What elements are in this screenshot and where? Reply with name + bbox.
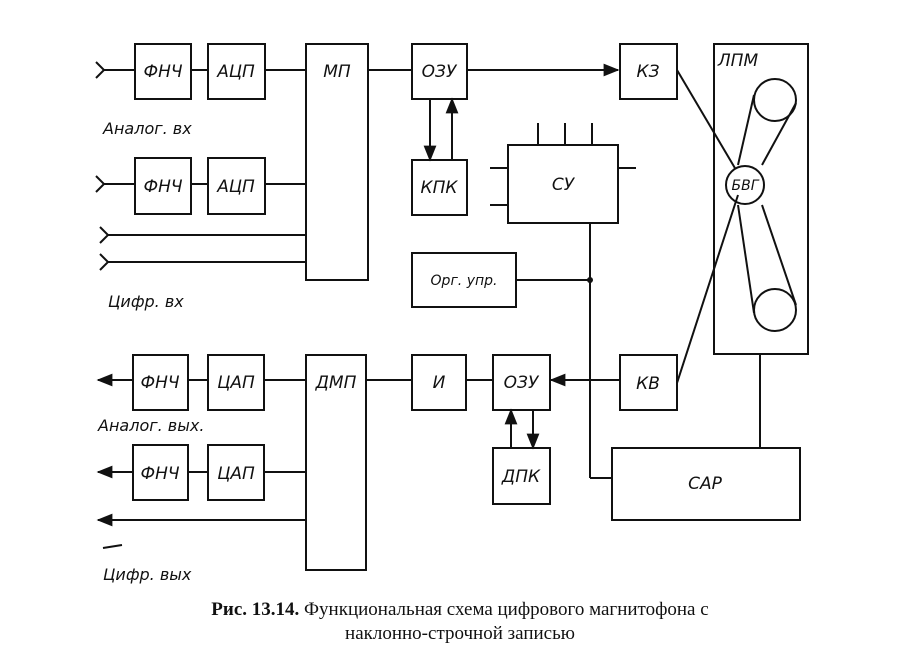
lpf-block-1: [134, 43, 192, 100]
tape-path: [737, 204, 755, 314]
dac-label-1: ЦАП: [217, 373, 255, 393]
digital-input-terminal-1: [99, 226, 110, 244]
figure-caption-line1: Рис. 13.14. Функциональная схема цифрово…: [0, 598, 920, 622]
servo-block: [611, 447, 801, 521]
figure-number: Рис. 13.14.: [211, 599, 300, 620]
control-panel-label: Орг. упр.: [431, 273, 498, 289]
caption-text-1: Функциональная схема цифрового магнитофо…: [304, 599, 709, 620]
multiplexer-block: [305, 43, 369, 281]
lpf-out-label-2: ФНЧ: [140, 464, 179, 484]
tape-path: [737, 94, 755, 166]
reel-top: [753, 78, 797, 122]
demultiplexer-block: [305, 354, 367, 571]
control-unit-label: СУ: [552, 175, 576, 195]
lpf-block-2: [134, 157, 192, 215]
wire-kz-to-head: [676, 69, 743, 181]
dac-block-1: [207, 354, 265, 411]
dpk-label: ДПК: [501, 467, 541, 487]
digital-output-label: Цифр. вых: [103, 565, 192, 584]
adc-block-2: [207, 157, 266, 215]
bvg-label: БВГ: [731, 178, 759, 194]
wire-head-to-kv: [676, 194, 739, 384]
figure-caption-line2: наклонно-строчной записью: [0, 622, 920, 646]
dpk-block: [492, 447, 551, 505]
control-unit-block: [507, 144, 619, 224]
kpk-block: [411, 159, 468, 216]
analog-output-label: Аналог. вых.: [97, 416, 204, 435]
adc-label-1: АЦП: [216, 62, 255, 82]
overline-mark: [102, 544, 123, 549]
ram-playback-label: ОЗУ: [504, 373, 540, 393]
ram-playback-block: [492, 354, 551, 411]
reel-bottom: [753, 288, 797, 332]
adc-block-1: [207, 43, 266, 100]
demultiplexer-label: ДМП: [315, 373, 357, 393]
lpf-out-label-1: ФНЧ: [140, 373, 179, 393]
dac-label-2: ЦАП: [217, 464, 255, 484]
interpolator-block: [411, 354, 467, 411]
tape-path: [761, 204, 797, 306]
analog-input-terminal-2: [95, 175, 106, 193]
rotating-head-drum: [725, 165, 765, 205]
interpolator-label: И: [433, 373, 446, 393]
lpf-out-block-1: [132, 354, 189, 411]
kpk-label: КПК: [421, 178, 459, 198]
servo-label: САР: [688, 474, 722, 494]
digital-input-terminal-2: [99, 253, 110, 271]
kv-label: КВ: [636, 374, 660, 394]
tape-path: [761, 102, 797, 166]
adc-label-2: АЦП: [216, 177, 255, 197]
lpm-label: ЛПМ: [717, 51, 759, 71]
analog-input-label: Аналог. вх: [102, 119, 192, 138]
lpf-label-1: ФНЧ: [143, 62, 182, 82]
caption-text-2: наклонно-строчной записью: [345, 623, 575, 644]
ram-record-block: [411, 43, 468, 100]
analog-input-terminal-1: [95, 61, 106, 79]
kz-label: КЗ: [637, 62, 660, 82]
ram-record-label: ОЗУ: [422, 62, 458, 82]
multiplexer-label: МП: [323, 62, 351, 82]
digital-input-label: Цифр. вх: [108, 292, 184, 311]
junction-dot: [587, 277, 593, 283]
lpf-label-2: ФНЧ: [143, 177, 182, 197]
